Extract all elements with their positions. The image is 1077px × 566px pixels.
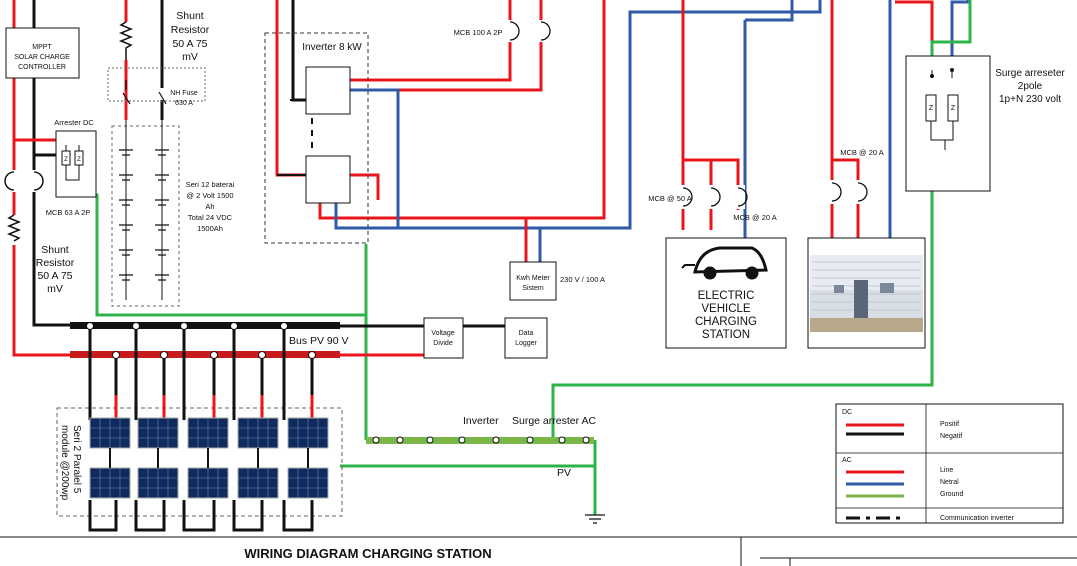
busbar-negative	[70, 322, 340, 329]
battery-label-1: Seri 12 baterai	[186, 180, 235, 189]
legend-ac-header: AC	[842, 457, 852, 464]
pv-array-boundary	[56, 407, 343, 517]
mppt-label-1: MPPT	[32, 44, 52, 51]
surge-arrester-box	[905, 55, 991, 192]
shunt-left-label-4: mV	[47, 283, 63, 295]
wire-red-mcb100	[350, 0, 512, 82]
voltage-label-2: Divide	[433, 340, 453, 347]
nh-fuse-label-2: 630 A	[175, 100, 193, 107]
pv-panels	[89, 417, 329, 499]
nh-fuse-switch-2	[158, 80, 167, 105]
gnd-pv-label: PV	[557, 467, 571, 479]
nh-fuse-label-1: NH Fuse	[170, 90, 198, 97]
mcb20a-label: MCB @ 20 A	[733, 213, 776, 222]
legend-ac-ground: Ground	[940, 491, 963, 498]
ev-station-box	[665, 237, 787, 349]
nh-fuse-switch-1	[122, 80, 131, 105]
battery-label-5: 1500Ah	[197, 224, 223, 233]
logger-label-2: Logger	[515, 340, 537, 347]
inverter-boundary	[264, 32, 369, 244]
shunt-resistor-left	[6, 214, 22, 242]
battery-label-2: @ 2 Volt 1500	[186, 191, 233, 200]
bus-pv-label: Bus PV 90 V	[289, 335, 349, 347]
voltage-label-1: Voltage	[431, 330, 454, 337]
wire-blue-surge	[950, 0, 970, 95]
ev-label-4: STATION	[702, 329, 750, 341]
wire-red-inv-out	[350, 173, 380, 200]
wire-blue-mcb50	[743, 0, 794, 238]
shunt-top-label-1: Shunt	[176, 10, 204, 22]
mppt-controller	[5, 27, 80, 79]
wire-blue-to-kwh	[398, 0, 822, 230]
legend-dc-positif: Positif	[940, 421, 959, 428]
logger-label-1: Data	[519, 330, 534, 337]
mcb20b-label: MCB @ 20 A	[840, 148, 883, 157]
diagram-title: WIRING DIAGRAM CHARGING STATION	[244, 546, 491, 561]
shunt-top-label-3: 50 A 75	[172, 38, 207, 50]
battery-bank-box	[111, 125, 180, 307]
mcb100-label: MCB 100 A 2P	[454, 28, 503, 37]
legend-ac-line: Line	[940, 467, 953, 474]
busbar-ground	[366, 437, 594, 444]
surge-label-3: 1p+N 230 volt	[999, 94, 1061, 105]
surge-label-1: Surge arreseter	[995, 68, 1065, 79]
shunt-left-label-2: Resistor	[36, 257, 75, 269]
inverter-label: Inverter 8 kW	[302, 42, 362, 53]
nh-fuse-box	[107, 67, 206, 102]
pv-array-label-2: module @200wp	[59, 425, 70, 501]
pv-array-label-1: Seri 2 Paralel 5	[71, 425, 82, 494]
gnd-surge-label: Surge arrester AC	[512, 415, 596, 427]
ev-label-1: ELECTRIC	[698, 290, 755, 302]
surge-label-2: 2pole	[1018, 81, 1043, 92]
earth-ground-icon	[585, 514, 605, 524]
arrester-dc-z2: Z	[77, 157, 81, 163]
battery-cells	[119, 120, 169, 300]
mcb100-breaker	[509, 21, 551, 41]
shunt-left-label-3: 50 A 75	[37, 270, 72, 282]
shunt-resistor-top	[118, 21, 134, 60]
kwh-rating: 230 V / 100 A	[560, 275, 605, 284]
arrester-dc-label: Arrester DC	[54, 118, 94, 127]
battery-label-3: Ah	[205, 202, 214, 211]
shunt-top-label-2: Resistor	[171, 24, 210, 36]
battery-label-4: Total 24 VDC	[188, 213, 233, 222]
legend-comm: Communication inverter	[940, 515, 1015, 522]
kwh-label-2: Sistem	[522, 285, 544, 292]
kwh-label-1: Kwh Meter	[516, 275, 550, 282]
legend-dc-header: DC	[842, 409, 852, 416]
surge-z2: Z	[951, 105, 956, 112]
mcb50-breaker	[682, 187, 748, 207]
surge-z1: Z	[929, 105, 934, 112]
wire-red-mcb100b	[350, 0, 543, 92]
shunt-left-label-1: Shunt	[41, 244, 69, 256]
ev-label-3: CHARGING	[695, 316, 757, 328]
container-building-image	[810, 255, 923, 332]
mcb20-breaker	[831, 182, 868, 202]
wire-red-to-kwh	[318, 0, 606, 220]
mcb63-label: MCB 63 A 2P	[46, 208, 91, 217]
shunt-top-label-4: mV	[182, 51, 198, 63]
arrester-dc-z1: Z	[64, 157, 68, 163]
legend-ac-netral: Netral	[940, 479, 959, 486]
busbar-positive	[70, 351, 340, 358]
mppt-label-2: SOLAR CHARGE	[14, 54, 70, 61]
ev-label-2: VEHICLE	[701, 303, 751, 315]
kwh-meter	[509, 261, 557, 301]
mcb50-label: MCB @ 50 A	[648, 194, 691, 203]
voltage-divider	[423, 317, 464, 359]
inverter-module-bottom	[305, 155, 351, 204]
ev-car-icon	[681, 246, 768, 280]
gnd-inverter-label: Inverter	[463, 415, 499, 427]
legend-dc-negatif: Negatif	[940, 433, 962, 440]
mppt-label-3: CONTROLLER	[18, 64, 66, 71]
data-logger	[504, 317, 548, 359]
inverter-module-top	[305, 66, 351, 115]
